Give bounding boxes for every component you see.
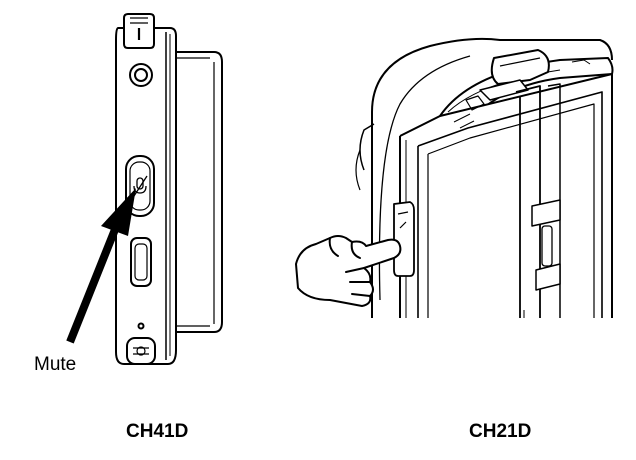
caption-ch21d: CH21D [469,421,532,442]
arrow-icon [66,188,136,344]
mute-label: Mute [34,354,77,375]
ch21d-device [355,37,614,318]
microphone-slash-icon [133,175,148,197]
ch41d-device [115,13,223,365]
pointing-hand-icon [295,235,402,307]
caption-ch41d: CH41D [126,421,189,442]
